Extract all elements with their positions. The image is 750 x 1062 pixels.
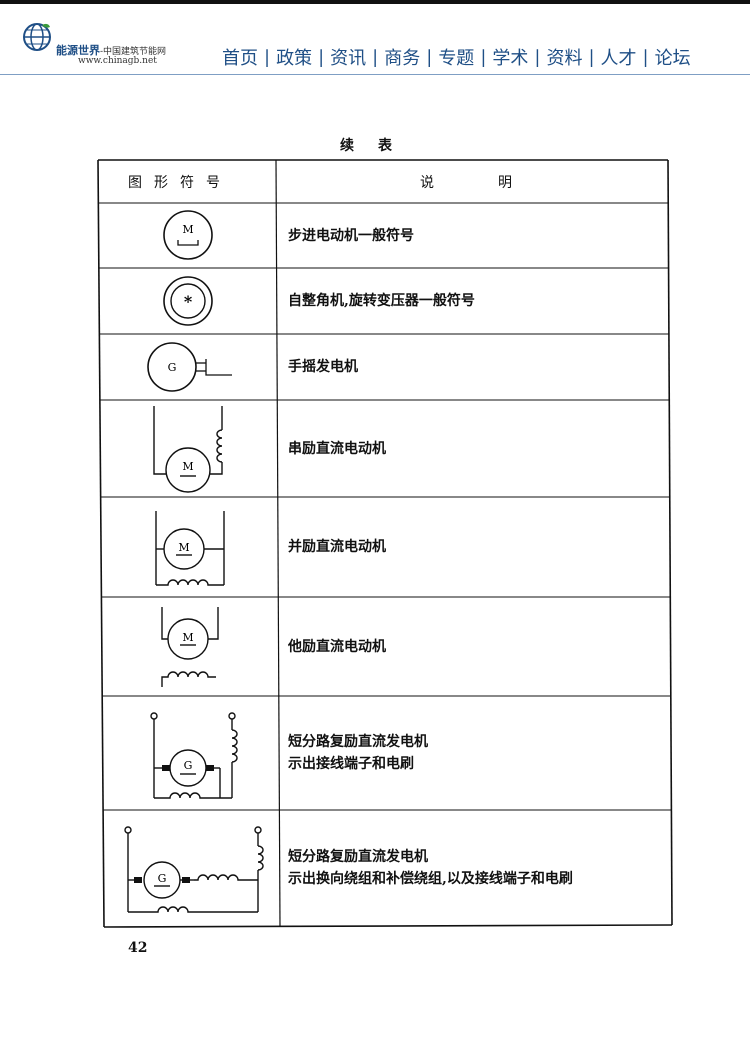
table-caption: 续表 [340, 138, 416, 154]
nav-business[interactable]: 商务 [384, 48, 421, 69]
row-description: 串励直流电动机 [276, 400, 668, 497]
symbol-label: M [182, 223, 193, 236]
symbol-label: G [168, 361, 177, 374]
row-description: 短分路复励直流发电机 示出接线端子和电刷 [276, 696, 668, 810]
row-description: 自整角机,旋转变压器一般符号 [276, 268, 668, 334]
description-line: 短分路复励直流发电机 [288, 849, 428, 865]
description-line: 短分路复励直流发电机 [288, 734, 428, 750]
stepper-motor-symbol: M [163, 210, 213, 260]
description-line: 他励直流电动机 [288, 638, 386, 655]
description-line: 示出接线端子和电刷 [288, 756, 414, 772]
nav-policy[interactable]: 政策 [276, 48, 313, 69]
symbol-label: M [182, 631, 193, 644]
nav-news[interactable]: 资讯 [330, 48, 367, 69]
main-nav: 首页 | 政策 | 资讯 | 商务 | 专题 | 学术 | 资料 | 人才 | … [222, 44, 691, 70]
table-row: M 串励直流电动机 [98, 400, 668, 497]
description-line: 示出换向绕组和补偿绕组,以及接线端子和电刷 [288, 871, 573, 887]
description-line: 并励直流电动机 [288, 539, 386, 555]
row-description: 他励直流电动机 [276, 597, 668, 696]
description-line: 手摇发电机 [288, 359, 358, 375]
nav-home[interactable]: 首页 [222, 48, 258, 69]
site-header: 能源世界-中国建筑节能网 www.chinagb.net 首页 | 政策 | 资… [0, 4, 750, 75]
globe-logo-icon [23, 23, 51, 51]
nav-materials[interactable]: 资料 [546, 48, 583, 69]
page-number: 42 [128, 940, 148, 956]
row-description: 步进电动机一般符号 [276, 203, 668, 268]
symbol-label: M [182, 460, 193, 473]
table-row: M 并励直流电动机 [98, 497, 668, 597]
nav-talent[interactable]: 人才 [600, 48, 637, 69]
row-description: 并励直流电动机 [276, 497, 668, 597]
table-row: M 他励直流电动机 [98, 597, 668, 696]
symbol-label: G [158, 872, 167, 885]
separately-excited-dc-motor-symbol: M [161, 607, 219, 687]
column-header-symbol: 图形符号 [128, 175, 232, 191]
top-border [0, 0, 750, 4]
shunt-dc-motor-symbol: M [155, 511, 225, 586]
symbol-label: * [184, 292, 193, 311]
row-description: 手摇发电机 [276, 334, 668, 400]
description-line: 串励直流电动机 [288, 440, 386, 457]
header-divider [0, 74, 750, 75]
table-row: G 短分路复励直流发电机 示出接线端子和电刷 [98, 696, 668, 810]
table-row: G 短分路复励直流发电机 示出换向绕组和补偿绕组,以及接线端子和电刷 [98, 810, 668, 926]
nav-topics[interactable]: 专题 [438, 48, 475, 69]
column-header-description: 说明 [420, 175, 576, 191]
table-row: M 步进电动机一般符号 [98, 203, 668, 268]
symbol-label: M [178, 541, 189, 554]
description-line: 步进电动机一般符号 [288, 227, 414, 244]
symbol-label: G [184, 759, 193, 772]
nav-academic[interactable]: 学术 [492, 48, 529, 69]
description-line: 自整角机,旋转变压器一般符号 [288, 293, 475, 309]
site-name: 能源世界-中国建筑节能网 [56, 44, 167, 57]
short-shunt-compound-generator-symbol: G [150, 712, 238, 799]
nav-forum[interactable]: 论坛 [654, 48, 691, 69]
hand-generator-symbol: G [147, 342, 232, 392]
row-description: 短分路复励直流发电机 示出换向绕组和补偿绕组,以及接线端子和电刷 [276, 810, 668, 926]
table-row: * 自整角机,旋转变压器一般符号 [98, 268, 668, 334]
site-url: www.chinagb.net [78, 56, 157, 66]
series-dc-motor-symbol: M [153, 406, 223, 493]
table-row: G 手摇发电机 [98, 334, 668, 400]
synchro-symbol: * [163, 276, 213, 326]
compound-generator-commutating-symbol: G [124, 826, 264, 913]
